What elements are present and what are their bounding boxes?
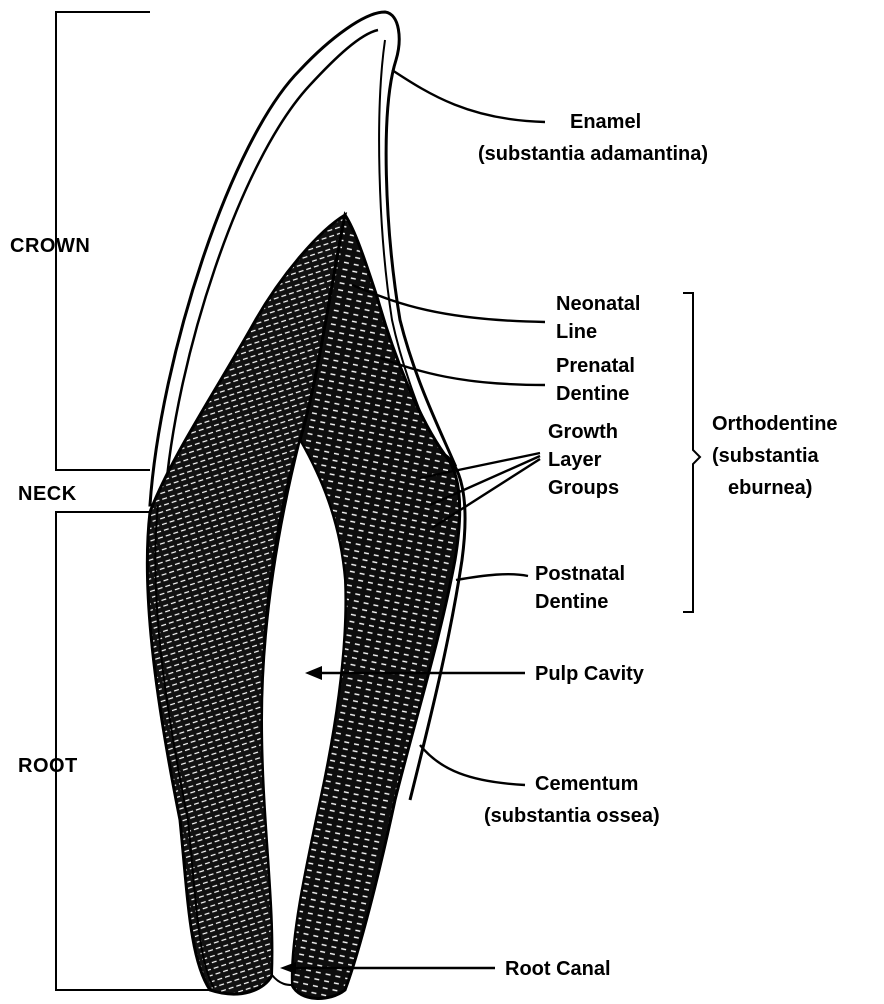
growth-layer-groups-label: Growth Layer Groups xyxy=(548,421,624,499)
crown-label: CROWN xyxy=(10,235,90,257)
prenatal-dentine-label: Prenatal Dentine xyxy=(556,355,641,405)
neck-label: NECK xyxy=(18,483,77,505)
tooth-illustration xyxy=(147,12,465,998)
postnatal-dentine-label: Postnatal Dentine xyxy=(535,563,631,613)
pulp-cavity-label: Pulp Cavity xyxy=(535,663,645,685)
root-canal-label: Root Canal xyxy=(505,958,611,980)
neonatal-line-label: Neonatal Line xyxy=(556,293,646,343)
cementum-label: Cementum (substantia ossea) xyxy=(484,773,660,827)
orthodentine-label: Orthodentine (substantia eburnea) xyxy=(712,413,843,499)
root-label: ROOT xyxy=(18,755,78,777)
